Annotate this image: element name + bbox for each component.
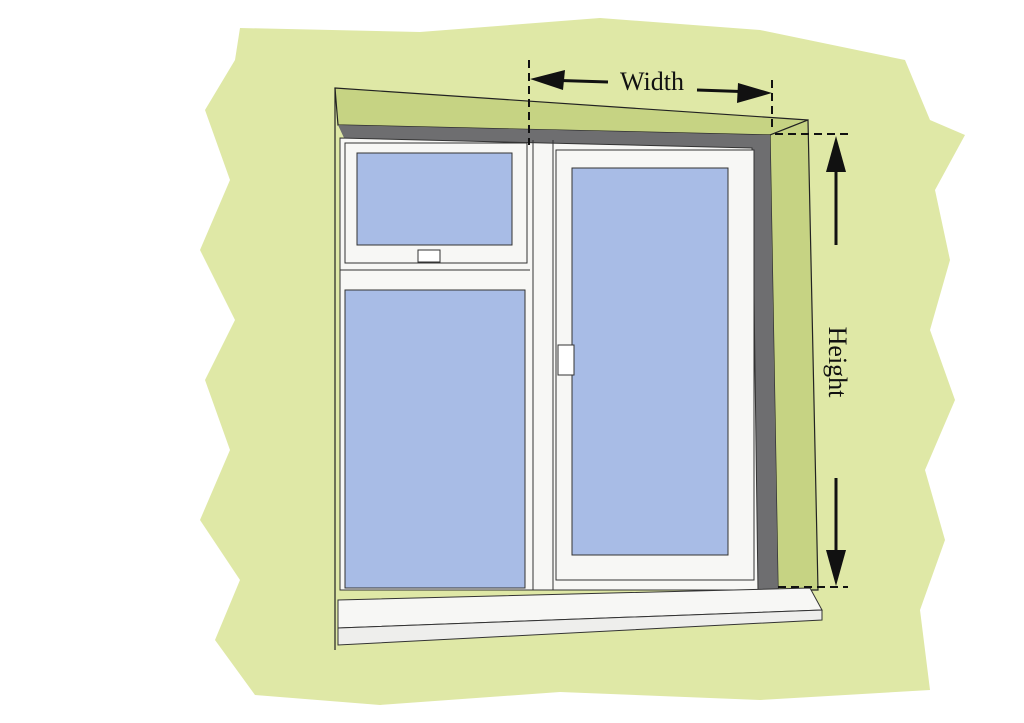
height-arrow-down-icon [826,550,846,586]
bottom-left-glass [344,289,526,589]
height-arrow-up-icon [826,136,846,172]
top-left-glass [356,152,513,246]
right-glass [571,167,729,556]
width-arrow-left-icon [530,70,565,90]
width-label: Width [620,67,684,96]
height-label: Height [823,327,852,399]
fanlight-handle-icon [417,249,441,263]
sash-handle-icon [557,344,575,376]
width-arrow-right-icon [737,83,772,103]
